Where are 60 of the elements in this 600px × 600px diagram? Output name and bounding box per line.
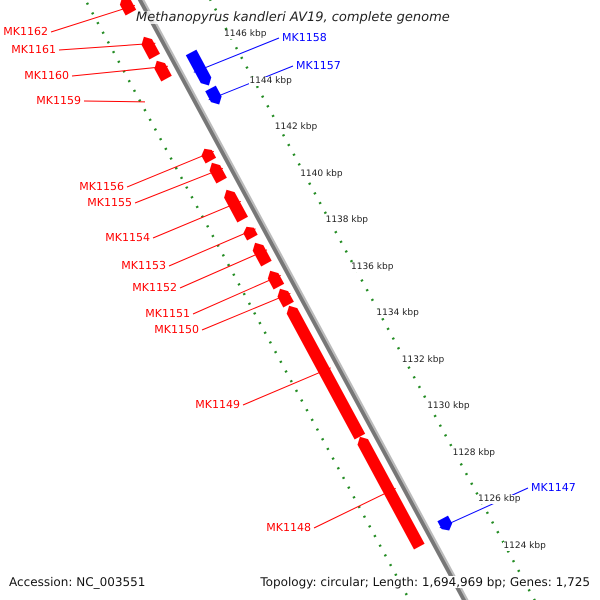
title: Methanopyrus kandleri AV19, complete genome bbox=[136, 11, 450, 24]
gene-block bbox=[154, 60, 172, 82]
position-label: 1128 kbp bbox=[452, 448, 495, 458]
leader-line bbox=[168, 228, 256, 266]
position-label: 1138 kbp bbox=[326, 216, 368, 225]
position-label: 1142 kbp bbox=[274, 123, 318, 132]
gene-label: MK1161 bbox=[11, 44, 56, 55]
gene-label: MK1150 bbox=[154, 324, 199, 335]
position-label: 1144 kbp bbox=[249, 76, 292, 86]
gene-label: MK1156 bbox=[79, 181, 124, 192]
gene-block bbox=[358, 436, 425, 550]
leader-line bbox=[84, 100, 146, 102]
position-label: 1130 kbp bbox=[427, 402, 470, 411]
gene-block bbox=[278, 288, 294, 308]
leader-line bbox=[58, 42, 156, 50]
leader-line bbox=[72, 66, 168, 76]
gene-label: MK1151 bbox=[145, 308, 190, 319]
position-label: 1136 kbp bbox=[351, 262, 394, 272]
position-label: 1140 kbp bbox=[300, 170, 343, 178]
gene-label: MK1155 bbox=[87, 197, 132, 208]
gene-block bbox=[205, 86, 222, 104]
gene-label: MK1160 bbox=[24, 70, 69, 81]
gene-block bbox=[142, 36, 160, 60]
gene-label: MK1154 bbox=[105, 232, 150, 243]
gene-label: MK1153 bbox=[121, 260, 166, 271]
position-label: 1134 kbp bbox=[376, 309, 419, 318]
position-label: 1126 kbp bbox=[478, 495, 520, 504]
leader-line bbox=[202, 292, 291, 330]
gene-block bbox=[268, 270, 284, 290]
leader-line bbox=[126, 150, 214, 188]
gene-label: MK1147 bbox=[531, 482, 576, 493]
gene-label: MK1158 bbox=[282, 32, 327, 43]
gene-block bbox=[224, 190, 248, 222]
position-label: 1132 kbp bbox=[402, 356, 444, 364]
gene-label: MK1159 bbox=[36, 95, 81, 106]
gene-label: MK1157 bbox=[296, 60, 341, 71]
leader-line bbox=[134, 168, 224, 204]
leader-line bbox=[152, 200, 242, 238]
leader-line bbox=[180, 249, 268, 288]
footer-text: Accession: NC_003551 bbox=[9, 576, 146, 588]
gene-block bbox=[210, 162, 227, 184]
leader-line bbox=[242, 367, 332, 406]
gene-label: MK1149 bbox=[195, 399, 240, 410]
gene-block bbox=[186, 50, 212, 86]
gene-label: MK1162 bbox=[3, 26, 48, 37]
gene-block bbox=[286, 306, 366, 440]
gene-block bbox=[252, 242, 272, 266]
footer-text: Topology: circular; Length: 1,694,969 bp; Genes: 1,725 bbox=[260, 576, 590, 588]
leader-line bbox=[314, 488, 396, 528]
gene-block bbox=[437, 516, 452, 530]
gene-label: MK1152 bbox=[132, 282, 177, 293]
gene-label: MK1148 bbox=[266, 522, 311, 533]
leader-line bbox=[193, 38, 280, 73]
gene-block bbox=[201, 148, 216, 164]
position-label: 1124 kbp bbox=[503, 542, 546, 550]
gene-block bbox=[120, 0, 136, 16]
leader-line bbox=[50, 4, 136, 32]
gene-block bbox=[243, 226, 258, 240]
leader-line bbox=[192, 274, 282, 314]
position-label: 1146 kbp bbox=[224, 30, 266, 39]
